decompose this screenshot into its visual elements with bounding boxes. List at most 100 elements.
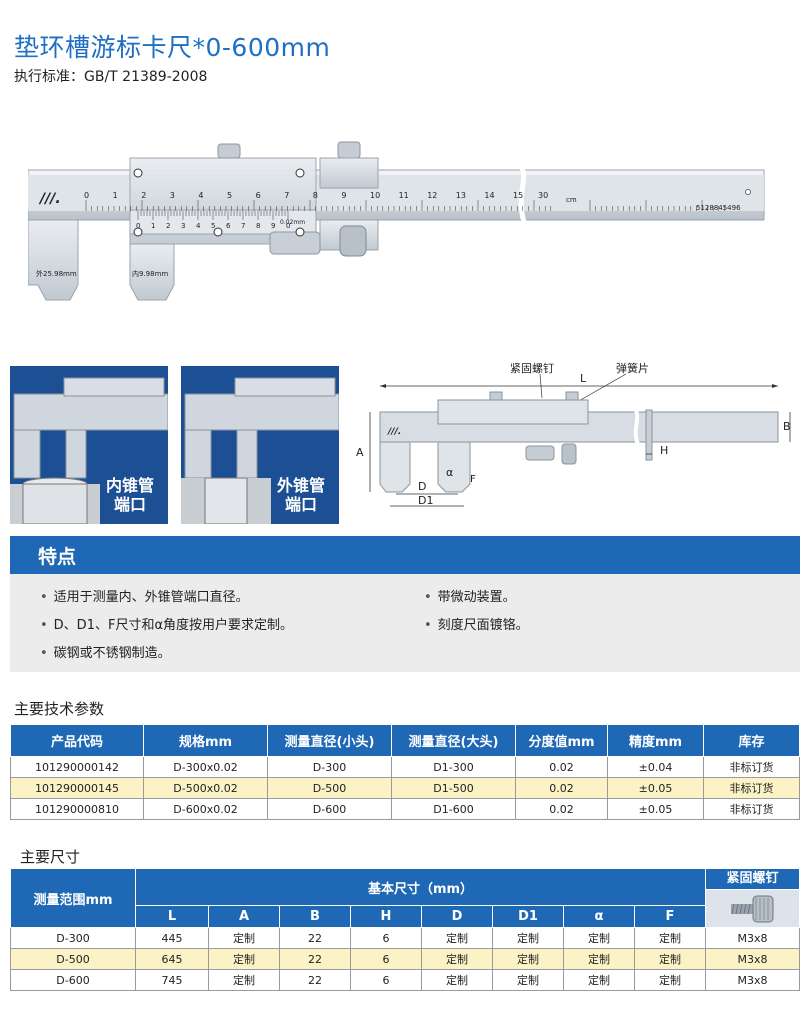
outer-cone-label: 外锥管 端口 <box>269 476 333 514</box>
feature-item: D、D1、F尺寸和α角度按用户要求定制。 <box>40 614 293 633</box>
vernier-number: 8 <box>256 222 260 230</box>
scale-number: 1 <box>113 191 118 200</box>
scale-number: 12 <box>427 191 437 200</box>
table-cell: 定制 <box>634 927 706 949</box>
caliper-unit: cm <box>566 196 577 204</box>
table-cell: 0.02 <box>515 756 608 778</box>
vernier-number: 0 <box>286 222 290 230</box>
svg-text:///.: ///. <box>387 427 401 437</box>
spec-table: 产品代码 规格mm 测量直径(小头) 测量直径(大头) 分度值mm 精度mm 库… <box>10 724 800 820</box>
table-cell: D-600 <box>10 969 136 991</box>
table-cell: 定制 <box>492 948 564 970</box>
table-row: 101290000145 D-500x0.02 D-500 D1-500 0.0… <box>10 777 800 799</box>
table-cell: 定制 <box>563 948 635 970</box>
vernier-number: 4 <box>196 222 201 230</box>
outer-cone-photo: 外锥管 端口 <box>181 366 339 524</box>
dim-subheader-cell: α <box>563 905 635 928</box>
table-cell: 定制 <box>208 927 280 949</box>
schematic-H: H <box>660 444 668 457</box>
dim-subheader-cell: D1 <box>492 905 564 928</box>
schematic-spring: 弹簧片 <box>616 361 649 375</box>
inner-cone-photo: 内锥管 端口 <box>10 366 168 524</box>
table-cell: 定制 <box>634 969 706 991</box>
table-cell: 定制 <box>492 927 564 949</box>
dim-screw-header: 紧固螺钉 <box>705 868 800 928</box>
table-row: 101290000142 D-300x0.02 D-300 D1-300 0.0… <box>10 756 800 778</box>
standard-text: 执行标准：GB/T 21389-2008 <box>14 69 208 85</box>
scale-number: 10 <box>370 191 380 200</box>
vernier-number: 1 <box>151 222 155 230</box>
table-cell: D-600x0.02 <box>143 798 268 820</box>
vernier-number: 9 <box>271 222 275 230</box>
table-cell: D-300x0.02 <box>143 756 268 778</box>
table-cell: 101290000145 <box>10 777 144 799</box>
vernier-number: 6 <box>226 222 231 230</box>
table-cell: M3x8 <box>705 969 800 991</box>
scale-number: 6 <box>256 191 261 200</box>
dim-subheader-cell: A <box>208 905 280 928</box>
table-cell: M3x8 <box>705 927 800 949</box>
dim-range-header: 测量范围mm <box>10 868 136 928</box>
caliper-serial: 5128845496 <box>696 204 741 212</box>
table-cell: 定制 <box>208 969 280 991</box>
vernier-number: 0 <box>136 222 140 230</box>
table-cell: 645 <box>135 948 209 970</box>
dim-table: 测量范围mm 基本尺寸（mm） 紧固螺钉 L A B H D D1 <box>10 867 800 991</box>
schematic-L: L <box>580 372 587 385</box>
table-cell: 6 <box>350 969 422 991</box>
feature-item: 带微动装置。 <box>424 586 516 605</box>
table-cell: 定制 <box>421 948 493 970</box>
spec-header-cell: 库存 <box>703 724 800 757</box>
resolution-mark: 0.02mm <box>280 219 305 226</box>
table-cell: D-500x0.02 <box>143 777 268 799</box>
outer-cone-label-line2: 端口 <box>284 495 317 514</box>
vernier-number: 7 <box>241 222 245 230</box>
table-cell: D1-300 <box>391 756 516 778</box>
scale-number: 15 <box>513 191 523 200</box>
spec-header-cell: 精度mm <box>607 724 704 757</box>
table-cell: ±0.04 <box>607 756 704 778</box>
schematic-B: B <box>783 420 791 433</box>
table-cell: 22 <box>279 927 351 949</box>
spec-table-header-row: 产品代码 规格mm 测量直径(小头) 测量直径(大头) 分度值mm 精度mm 库… <box>10 724 800 757</box>
schematic-D: D <box>418 480 426 493</box>
spec-header-cell: 测量直径(大头) <box>391 724 516 757</box>
feature-item: 刻度尺面镀铬。 <box>424 614 529 633</box>
spec-header-cell: 规格mm <box>143 724 268 757</box>
table-cell: 22 <box>279 948 351 970</box>
features-body: 适用于测量内、外锥管端口直径。 带微动装置。 D、D1、F尺寸和α角度按用户要求… <box>10 574 800 672</box>
table-cell: 定制 <box>208 948 280 970</box>
scale-number: 8 <box>313 191 318 200</box>
table-cell: 745 <box>135 969 209 991</box>
schematic-alpha: α <box>446 466 453 479</box>
schematic-A: A <box>356 446 364 459</box>
table-cell: ±0.05 <box>607 777 704 799</box>
scale-number: 13 <box>456 191 466 200</box>
table-cell: D1-600 <box>391 798 516 820</box>
table-cell: 定制 <box>563 969 635 991</box>
outer-cone-label-line1: 外锥管 <box>276 476 325 495</box>
spec-header-cell: 分度值mm <box>515 724 608 757</box>
scale-number: 7 <box>284 191 289 200</box>
table-cell: 101290000810 <box>10 798 144 820</box>
vernier-number: 3 <box>181 222 185 230</box>
dim-subheader-cell: D <box>421 905 493 928</box>
table-cell: 0.02 <box>515 777 608 799</box>
table-cell: M3x8 <box>705 948 800 970</box>
dim-subheader-cell: B <box>279 905 351 928</box>
table-cell: 101290000142 <box>10 756 144 778</box>
scale-number: 5 <box>227 191 232 200</box>
table-cell: 0.02 <box>515 798 608 820</box>
scale-number: 14 <box>484 191 494 200</box>
scale-number: 2 <box>141 191 146 200</box>
schematic-screw: 紧固螺钉 <box>510 362 554 375</box>
scale-number: 3 <box>170 191 175 200</box>
inner-cone-label-line2: 端口 <box>113 495 146 514</box>
table-cell: 定制 <box>563 927 635 949</box>
dim-subheader-row: L A B H D D1 α F <box>11 905 800 928</box>
table-cell: 定制 <box>421 927 493 949</box>
right-jaw-label: 内9.98mm <box>132 269 168 278</box>
scale-number: 9 <box>341 191 346 200</box>
